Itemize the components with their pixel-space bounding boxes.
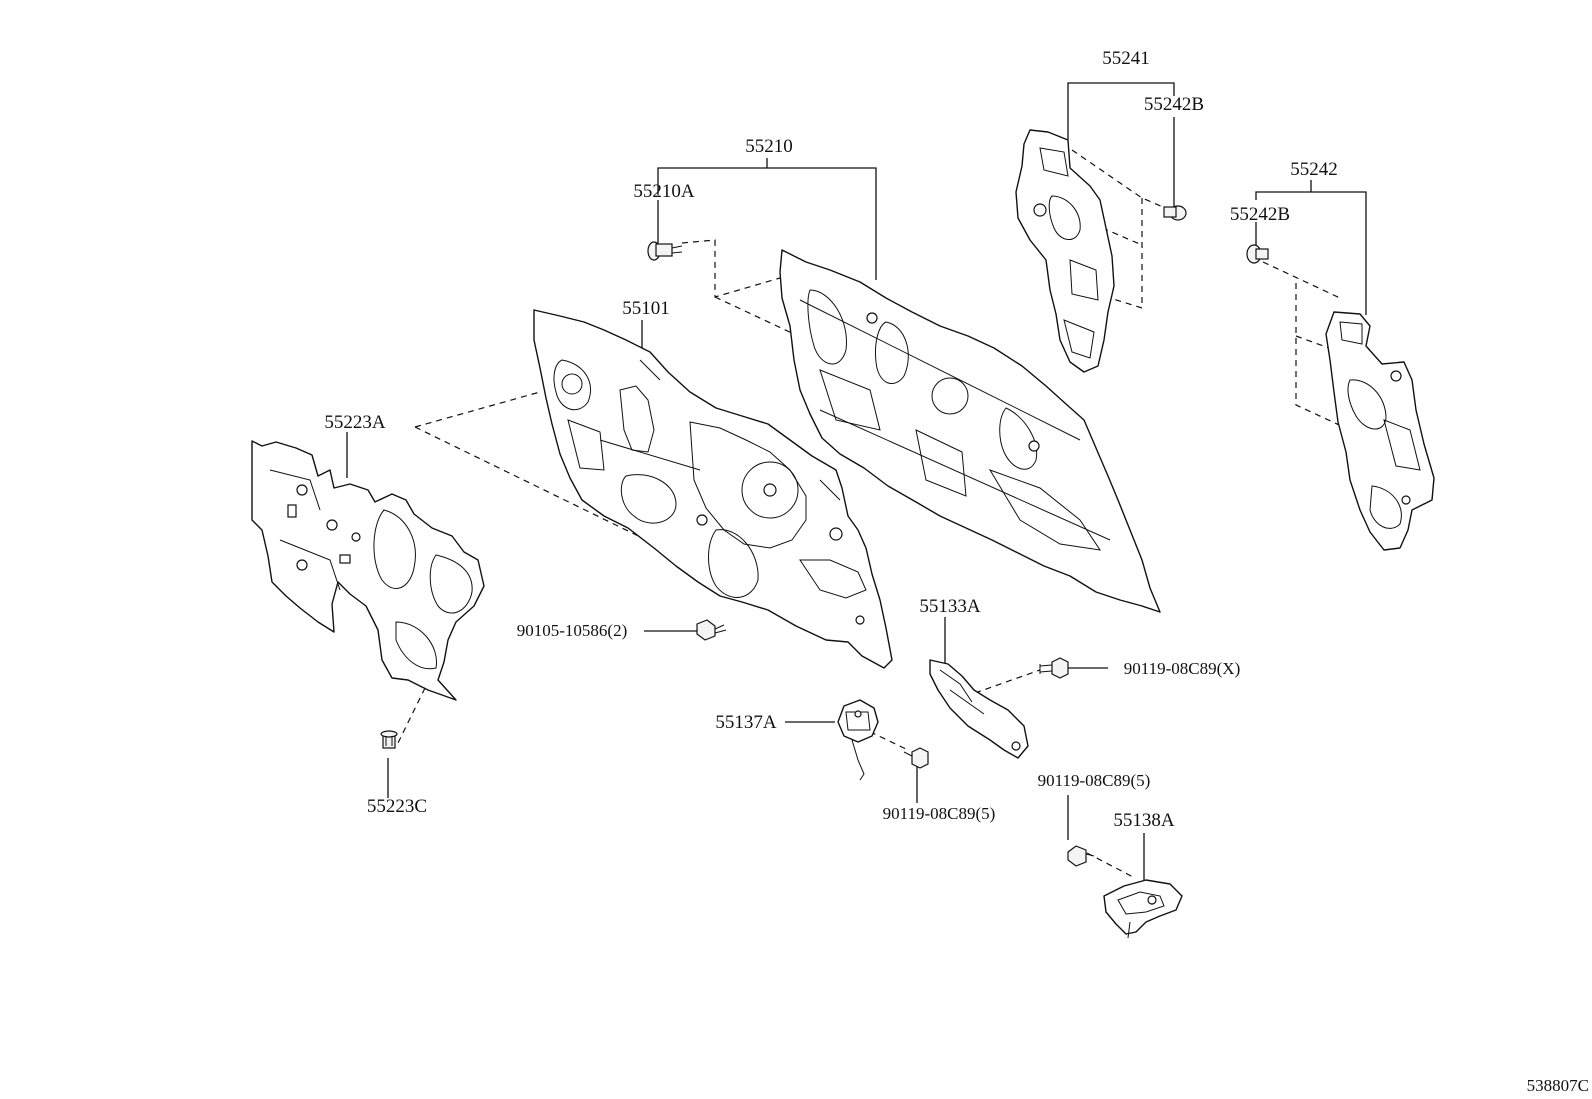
- bolt-90119-08C89-X: [1039, 657, 1069, 679]
- part-55138A-bracket: [1103, 879, 1183, 939]
- label-55137A: 55137A: [715, 712, 777, 733]
- label-55223C: 55223C: [367, 796, 427, 817]
- catalog-number: 538807C: [1527, 1076, 1589, 1095]
- label-90105-10586: 90105-10586(2): [517, 621, 627, 640]
- label-55242B-upper: 55242B: [1144, 94, 1204, 115]
- bolt-90119-08C89-5-middle: [903, 747, 929, 769]
- part-55242B-bolt-lower: [1246, 244, 1269, 264]
- label-90119-08C89-X: 90119-08C89(X): [1124, 659, 1240, 678]
- label-55210: 55210: [745, 136, 793, 157]
- label-55101: 55101: [622, 298, 670, 319]
- label-55241: 55241: [1102, 48, 1150, 69]
- label-55242B-lower: 55242B: [1230, 204, 1290, 225]
- part-55241-bracket: [1015, 129, 1115, 373]
- label-55242: 55242: [1290, 159, 1338, 180]
- label-55133A: 55133A: [919, 596, 981, 617]
- label-90119-08C89-5-right: 90119-08C89(5): [1038, 771, 1151, 790]
- label-55210A: 55210A: [633, 181, 695, 202]
- part-55223C-clip: [380, 730, 398, 749]
- part-55210A-clip: [647, 241, 683, 261]
- label-55138A: 55138A: [1113, 810, 1175, 831]
- part-55101-dash-insulator: [533, 309, 893, 669]
- bolt-90119-08C89-5-right: [1067, 845, 1095, 867]
- part-55223A-insulator: [251, 440, 485, 701]
- leader-lines: [346, 82, 1367, 880]
- part-55242-bracket: [1325, 311, 1435, 551]
- part-55242B-bolt-upper: [1163, 205, 1187, 221]
- part-55137A-module: [837, 699, 879, 781]
- part-55133A-bracket: [929, 659, 1029, 759]
- bolt-90105-10586: [696, 619, 727, 641]
- assembly-dashed-lines: [396, 149, 1351, 879]
- part-55210-dash-silencer: [779, 249, 1161, 613]
- label-90119-08C89-5-middle: 90119-08C89(5): [883, 804, 996, 823]
- label-55223A: 55223A: [324, 412, 386, 433]
- callout-labels: 55241 55242B 55210 55210A 55242 55242B 5…: [324, 48, 1589, 1095]
